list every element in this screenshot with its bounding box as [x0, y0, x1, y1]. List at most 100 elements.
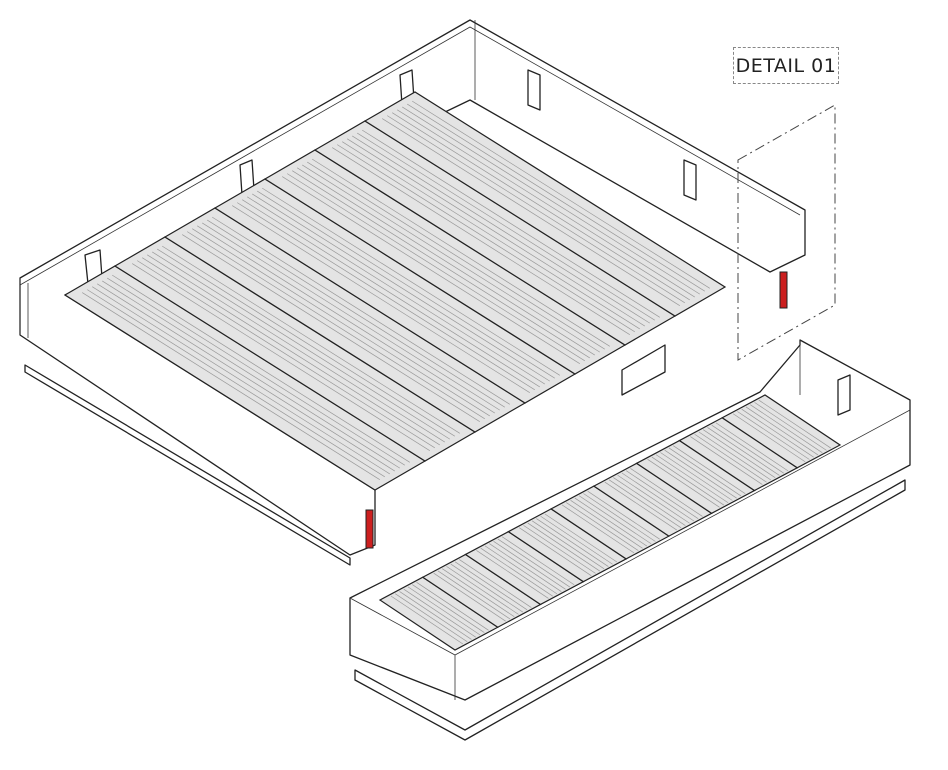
- slat-rib: [655, 454, 729, 504]
- slat-rib: [630, 468, 703, 517]
- slat-rib: [574, 497, 648, 547]
- slat-rib: [442, 568, 515, 617]
- slat-rib: [454, 561, 528, 611]
- main-deck: [63, 91, 727, 491]
- detail-callout-boundary: [737, 104, 836, 361]
- slat-rib: [92, 286, 390, 475]
- slat-rib: [97, 283, 395, 472]
- lifting-lug: [527, 69, 541, 111]
- slat-rib: [212, 216, 510, 405]
- slat-rib: [660, 452, 733, 501]
- slat-rib: [484, 545, 558, 595]
- slat-rib: [207, 219, 505, 408]
- slat-rib: [698, 431, 772, 481]
- slat-rib: [307, 161, 605, 350]
- slat-rib: [707, 427, 780, 476]
- slat-rib: [287, 173, 585, 362]
- detail-label: DETAIL 01: [733, 47, 839, 84]
- slat-rib: [297, 167, 595, 356]
- slat-rib: [459, 559, 532, 608]
- slat-rib: [711, 424, 784, 474]
- main-base-rail: [24, 364, 351, 566]
- slat-rib: [152, 251, 450, 440]
- slat-rib: [476, 550, 549, 599]
- slat-rib: [157, 248, 455, 437]
- slat-rib: [544, 513, 618, 563]
- slat-rib: [523, 525, 596, 574]
- slat-rib: [732, 413, 806, 463]
- slat-rib: [566, 502, 639, 551]
- slat-rib: [412, 584, 485, 633]
- slat-rib: [302, 164, 600, 353]
- slat-rib: [397, 109, 695, 298]
- slat-rib: [497, 538, 571, 588]
- secondary-deck: [378, 394, 842, 651]
- slat-rib: [702, 429, 776, 479]
- slat-rib: [362, 129, 660, 318]
- slat-rib: [647, 459, 720, 508]
- slat-rib: [604, 481, 677, 531]
- slat-rib: [527, 522, 600, 572]
- slat-rib: [237, 202, 535, 391]
- slat-rib: [407, 103, 705, 292]
- main-frame-rim: [19, 20, 801, 338]
- slat-rib: [625, 470, 699, 520]
- slat-rib: [608, 479, 682, 529]
- slat-rib: [182, 234, 480, 423]
- slat-rib: [162, 245, 460, 434]
- slat-rib: [745, 406, 819, 456]
- slat-rib: [493, 541, 566, 590]
- slat-rib: [750, 404, 823, 453]
- slat-rib: [561, 504, 635, 554]
- slat-rib: [412, 100, 710, 289]
- slat-rib: [247, 196, 545, 385]
- secondary-frame-rim: [349, 340, 911, 700]
- slat-rib: [332, 147, 630, 336]
- slat-rib: [352, 135, 650, 324]
- slat-rib: [82, 292, 380, 481]
- slat-rib: [664, 449, 737, 499]
- slat-rib: [402, 106, 700, 295]
- slat-rib: [187, 231, 485, 420]
- slat-rib: [583, 493, 656, 542]
- slat-rib: [613, 477, 686, 526]
- slat-rib: [737, 411, 810, 460]
- slat-rib: [112, 274, 410, 463]
- slat-rib: [617, 474, 690, 524]
- slat-rib: [337, 144, 635, 333]
- slat-rib: [531, 520, 605, 570]
- slat-rib: [536, 518, 609, 567]
- main-frame: [19, 19, 806, 566]
- slat-rib: [242, 199, 540, 388]
- secondary-base-rail: [354, 479, 906, 741]
- slat-rib: [292, 170, 590, 359]
- lifting-lug: [837, 374, 851, 416]
- slat-rib: [132, 263, 430, 452]
- slat-rib: [587, 490, 660, 540]
- slat-rib: [489, 543, 562, 592]
- slat-rib: [382, 118, 680, 307]
- slat-rib: [570, 500, 643, 549]
- slat-rib: [578, 495, 652, 545]
- slat-rib: [501, 536, 575, 586]
- slat-rib: [282, 176, 580, 365]
- slat-rib: [394, 593, 468, 643]
- slat-rib: [673, 445, 746, 494]
- slat-rib: [252, 193, 550, 382]
- slat-rib: [621, 472, 695, 522]
- main-support-beam: [621, 344, 666, 396]
- slat-rib: [399, 591, 472, 640]
- red-seal-strip: [365, 509, 374, 549]
- slat-rib: [446, 566, 519, 615]
- slat-rib: [102, 280, 400, 469]
- slat-rib: [202, 222, 500, 411]
- slat-rib: [262, 187, 560, 376]
- red-seal-strip: [779, 271, 788, 309]
- slat-rib: [137, 260, 435, 449]
- slat-rib: [387, 115, 685, 304]
- slat-rib: [433, 572, 506, 622]
- slat-rib: [450, 563, 523, 613]
- slat-rib: [197, 225, 495, 414]
- slat-rib: [694, 433, 767, 483]
- slat-rib: [392, 112, 690, 301]
